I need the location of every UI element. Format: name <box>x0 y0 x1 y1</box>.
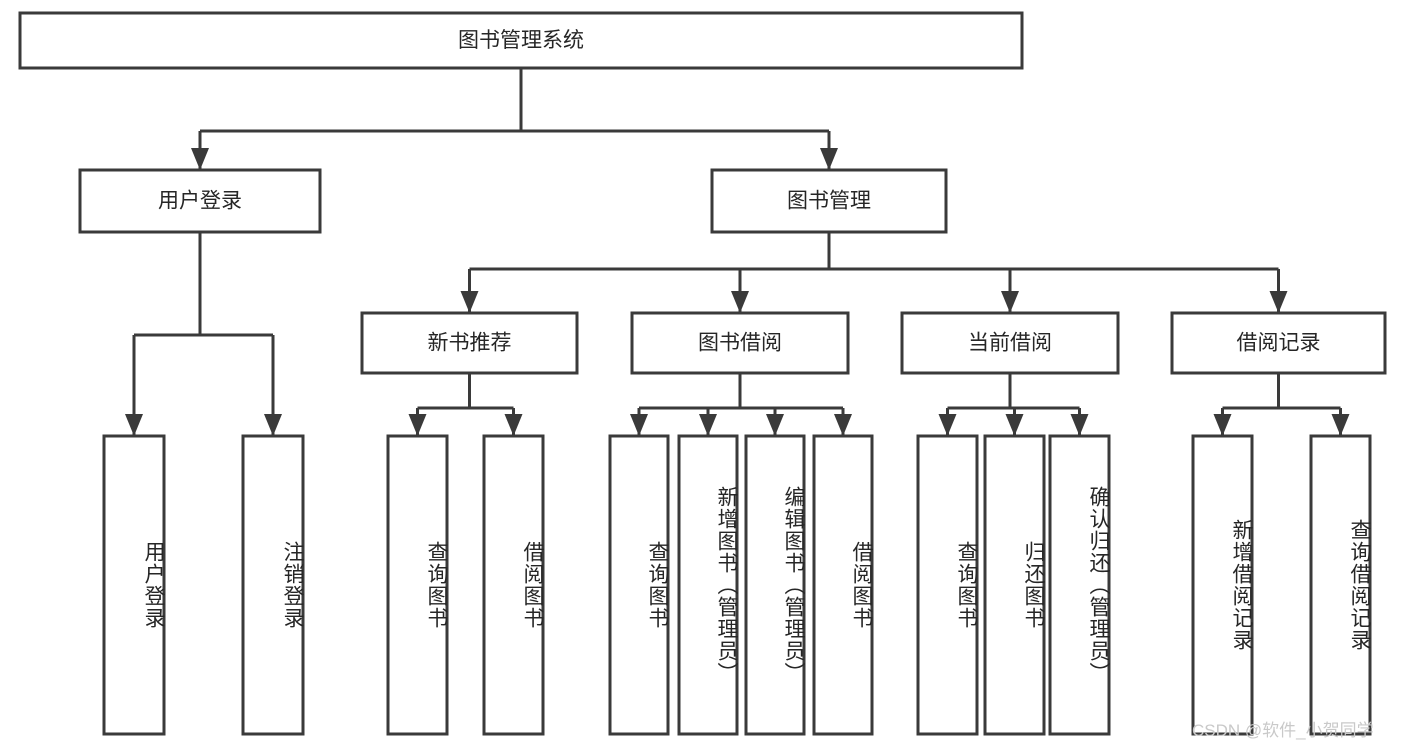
arrow-head-icon <box>1070 414 1089 436</box>
arrow-head-icon <box>1001 291 1019 313</box>
arrow-head-icon <box>264 414 282 436</box>
node-box-leaf-query-book-2[interactable] <box>608 434 670 736</box>
node-box-leaf-query-record[interactable] <box>1309 434 1372 736</box>
arrow-head-icon <box>938 414 957 436</box>
node-label-root: 图书管理系统 <box>458 29 584 52</box>
node-boxes-layer <box>18 11 1387 736</box>
node-box-new-book-recommend[interactable] <box>360 311 579 375</box>
arrow-head-icon <box>1005 414 1024 436</box>
node-box-book-manage[interactable] <box>710 168 948 234</box>
connectors-layer <box>125 68 1350 436</box>
arrow-head-icon <box>125 414 143 436</box>
node-box-leaf-confirm-return[interactable] <box>1048 434 1111 736</box>
node-box-borrow-record[interactable] <box>1170 311 1387 375</box>
node-box-leaf-logout[interactable] <box>241 434 305 736</box>
node-box-current-borrow[interactable] <box>900 311 1120 375</box>
arrow-head-icon <box>460 291 479 313</box>
node-box-leaf-borrow-book-1[interactable] <box>482 434 545 736</box>
node-label-book-manage: 图书管理 <box>787 190 871 213</box>
node-label-user-login: 用户登录 <box>158 190 242 213</box>
node-box-leaf-add-record[interactable] <box>1191 434 1254 736</box>
node-box-leaf-query-book-3[interactable] <box>916 434 979 736</box>
node-box-leaf-add-book[interactable] <box>677 434 739 736</box>
arrow-head-icon <box>1269 291 1288 313</box>
node-box-leaf-return-book[interactable] <box>983 434 1046 736</box>
node-box-leaf-borrow-book-2[interactable] <box>812 434 874 736</box>
arrow-head-icon <box>504 414 523 436</box>
arrow-head-icon <box>766 414 784 436</box>
node-box-root[interactable] <box>18 11 1024 70</box>
node-label-new-book-recommend: 新书推荐 <box>428 332 512 355</box>
csdn-watermark: CSDN @软件_小贺同学 <box>1192 721 1374 740</box>
arrow-head-icon <box>820 148 838 170</box>
node-box-book-borrow[interactable] <box>630 311 850 375</box>
arrow-head-icon <box>1331 414 1350 436</box>
arrow-head-icon <box>630 414 648 436</box>
node-box-leaf-user-login[interactable] <box>102 434 166 736</box>
node-box-leaf-edit-book[interactable] <box>744 434 806 736</box>
node-label-borrow-record: 借阅记录 <box>1237 332 1321 355</box>
arrow-head-icon <box>731 291 749 313</box>
arrow-head-icon <box>834 414 852 436</box>
arrow-head-icon <box>1213 414 1232 436</box>
node-box-leaf-query-book-1[interactable] <box>386 434 449 736</box>
node-label-current-borrow: 当前借阅 <box>968 332 1052 355</box>
node-box-user-login[interactable] <box>78 168 322 234</box>
node-label-book-borrow: 图书借阅 <box>698 332 782 355</box>
arrow-head-icon <box>408 414 427 436</box>
arrow-head-icon <box>191 148 209 170</box>
arrow-head-icon <box>699 414 717 436</box>
